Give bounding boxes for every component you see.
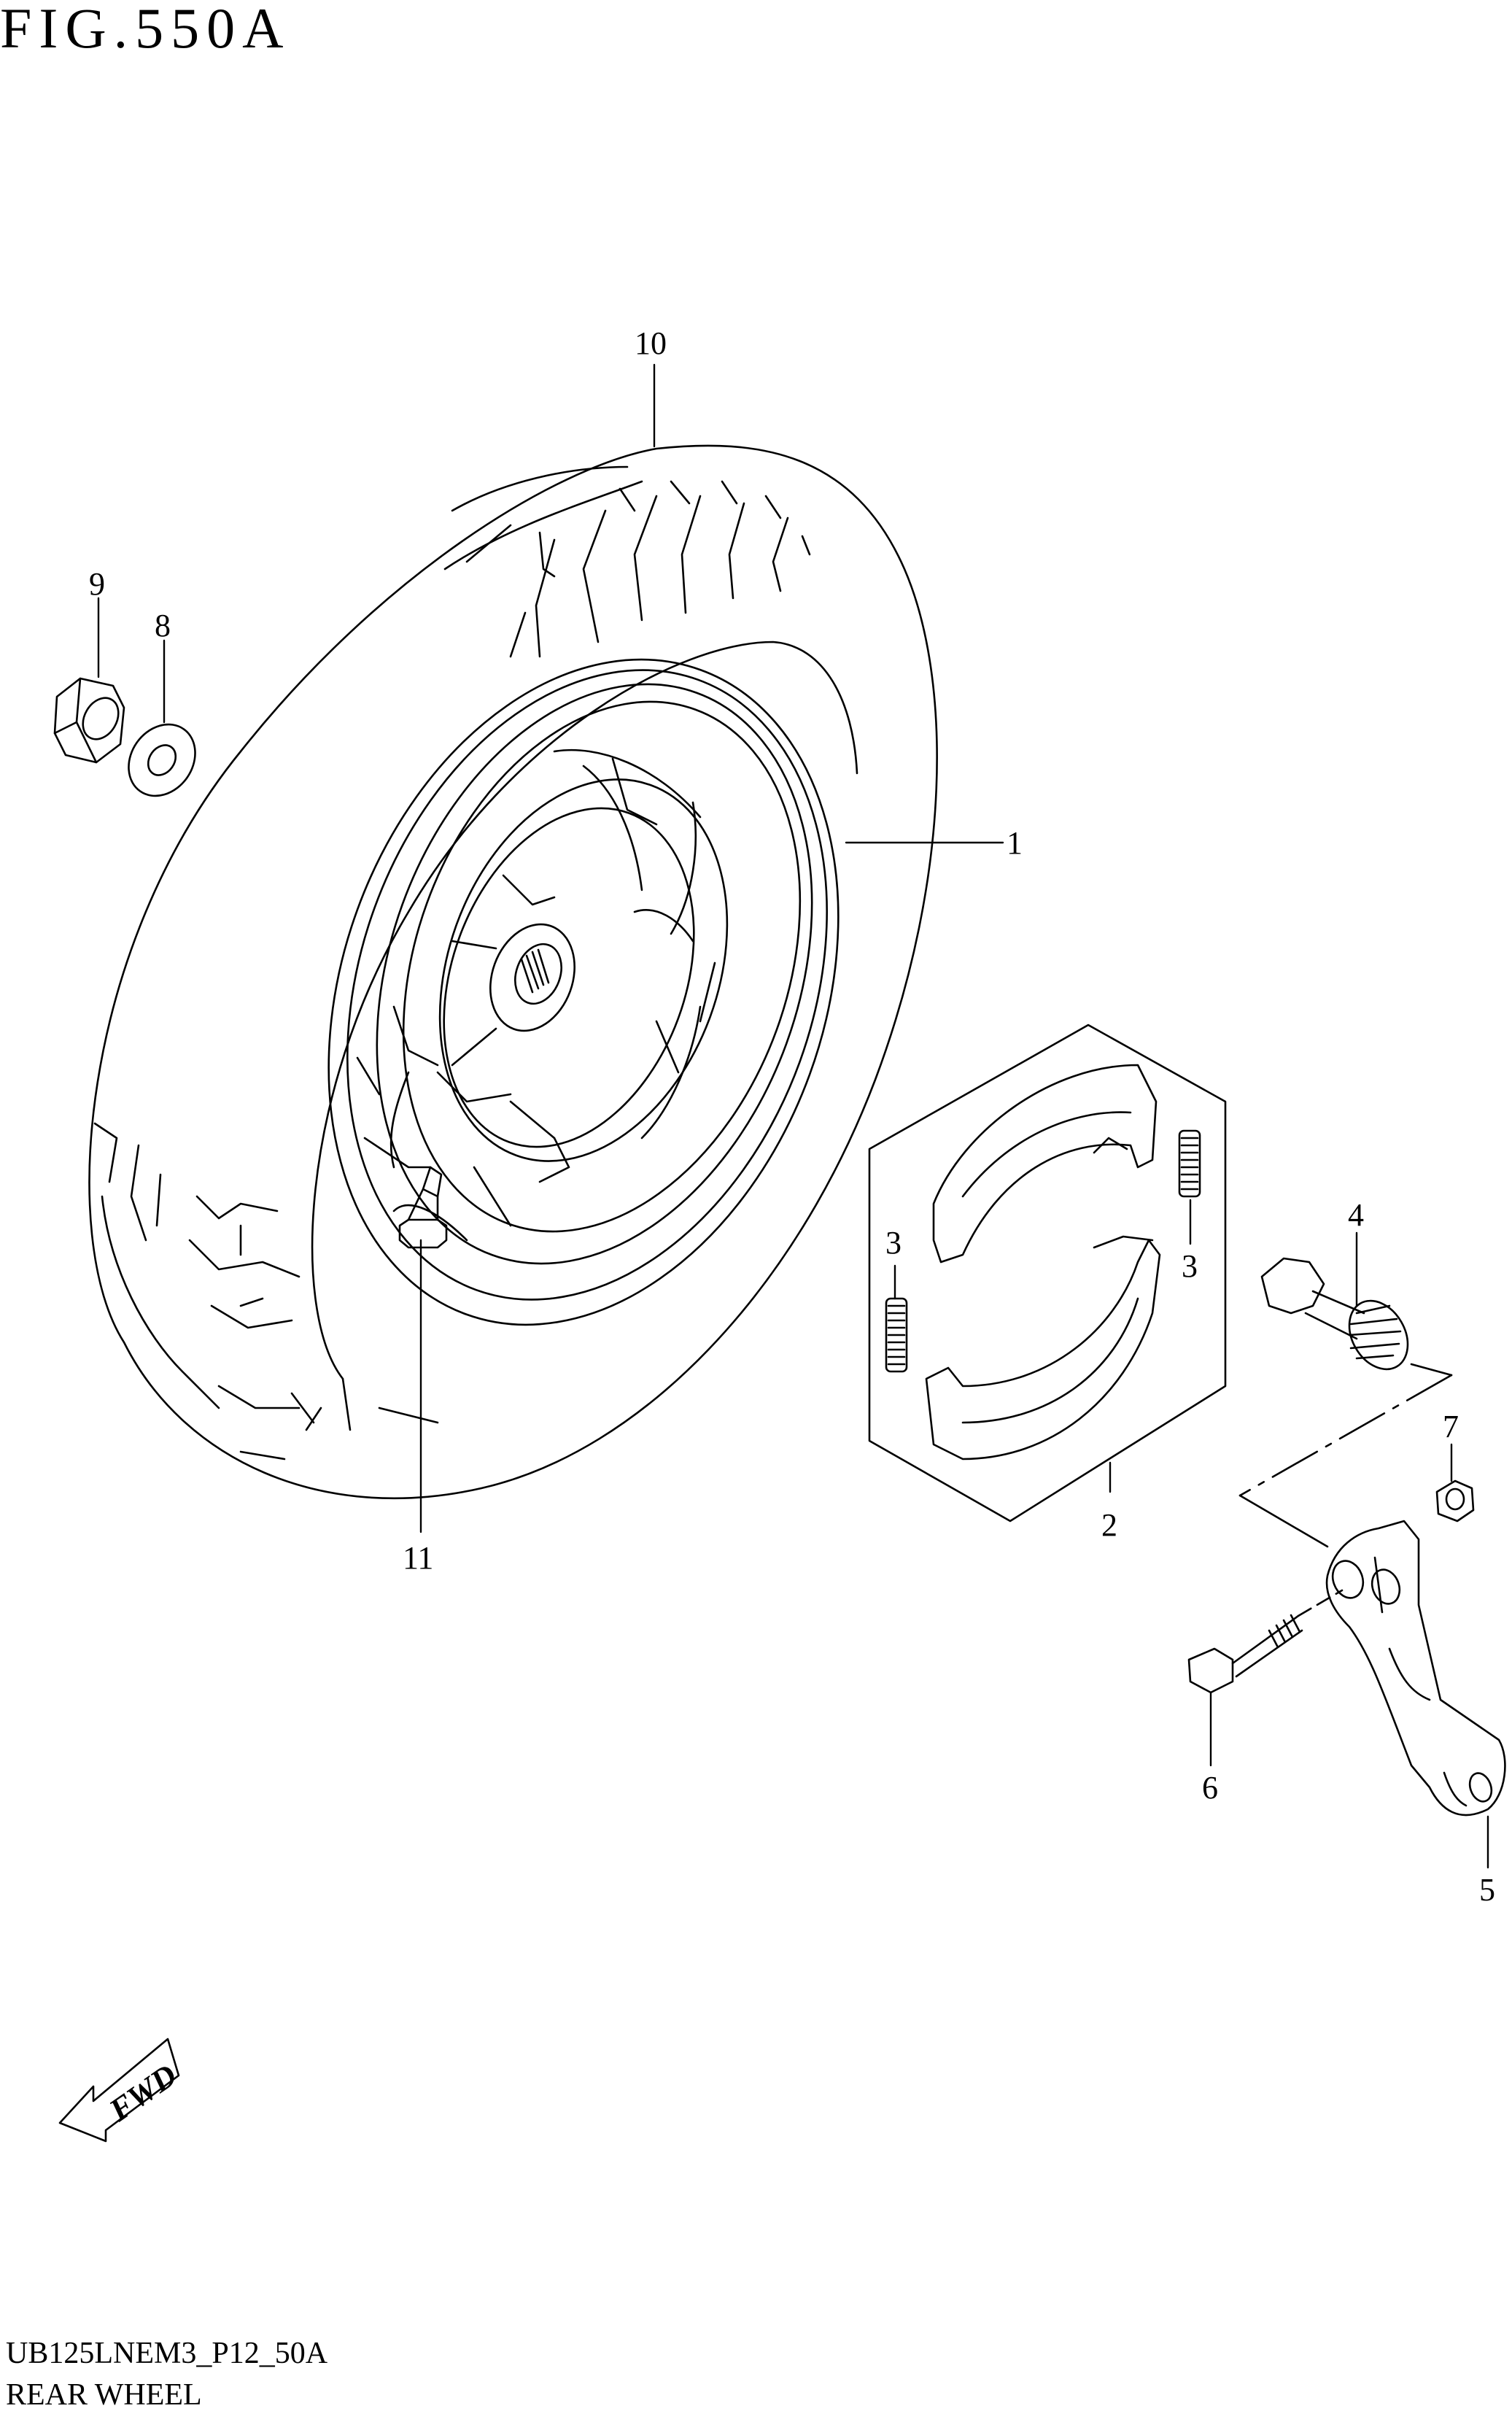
tire-valve[interactable] <box>400 1167 446 1247</box>
figure-title: FIG.550A <box>0 0 291 60</box>
callout-11: 11 <box>403 1540 433 1576</box>
lever-nut[interactable] <box>1437 1481 1473 1521</box>
lever-bolt[interactable] <box>1189 1590 1342 1692</box>
brake-camshaft[interactable] <box>1240 1258 1451 1496</box>
callout-3b: 3 <box>1182 1248 1198 1284</box>
callout-7: 7 <box>1443 1409 1459 1444</box>
leader-lines <box>98 365 1488 1868</box>
brake-shoe-set[interactable] <box>869 1025 1225 1521</box>
figure-code: UB125LNEM3_P12_50A <box>6 2337 328 2370</box>
brake-cam-lever[interactable] <box>1240 1496 1505 1815</box>
washer[interactable] <box>115 711 209 808</box>
rear-wheel-rim[interactable] <box>240 587 927 1396</box>
callout-6: 6 <box>1202 1770 1218 1806</box>
fwd-label: FWD <box>102 2057 183 2129</box>
callout-3a: 3 <box>885 1225 902 1261</box>
callout-1: 1 <box>1007 825 1023 861</box>
callout-9: 9 <box>89 566 105 602</box>
nut[interactable] <box>55 678 125 762</box>
callout-5: 5 <box>1479 1872 1495 1908</box>
fwd-arrow-icon <box>60 2039 179 2141</box>
rear-tire[interactable] <box>90 446 937 1498</box>
callout-8: 8 <box>155 608 171 643</box>
figure-name: REAR WHEEL <box>6 2378 202 2412</box>
callout-2: 2 <box>1101 1507 1117 1543</box>
callout-4: 4 <box>1348 1197 1364 1233</box>
callout-10: 10 <box>635 325 667 361</box>
